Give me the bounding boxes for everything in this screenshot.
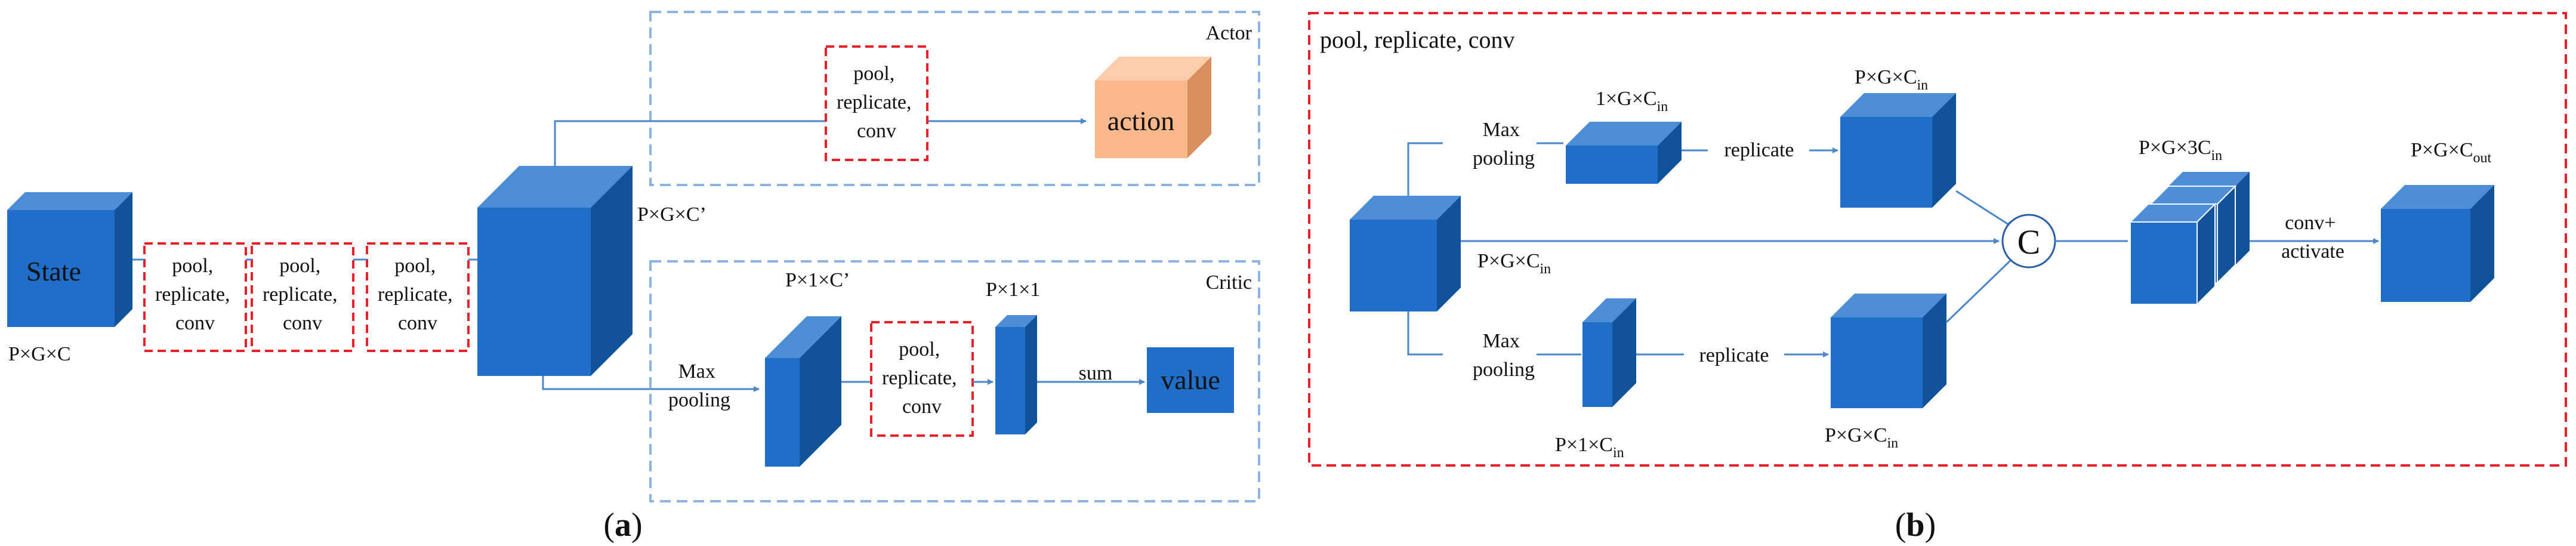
actor-box <box>649 11 1260 186</box>
action-label: action <box>1107 106 1174 136</box>
caption-b: (b) <box>1895 507 1936 544</box>
actor-conv-line2: replicate, <box>837 91 912 113</box>
conv-block-2: pool, replicate, conv <box>251 242 354 352</box>
critic-pooled-slab <box>765 316 841 467</box>
bottom-pooled-dims-sub: in <box>1613 445 1624 461</box>
top-replicate-label: replicate <box>1724 139 1794 161</box>
state-label: State <box>26 256 81 286</box>
svg-text:conv+ activate: conv+ activate <box>2281 212 2344 263</box>
top-maxpool-line2: pooling <box>1473 147 1535 169</box>
conv-block-3-line3: conv <box>398 312 437 334</box>
critic-conv-out-dims: P×1×1 <box>986 279 1040 301</box>
actor-conv-line1: pool, <box>853 63 894 85</box>
concat-dims: P×G×3Cin <box>2139 137 2222 164</box>
conv-block-2-line1: pool, <box>279 255 320 277</box>
bottom-output-dims-sub: in <box>1887 436 1899 451</box>
actor-path-arrow <box>554 118 1087 166</box>
panel-b-title: pool, replicate, conv <box>1320 26 1515 53</box>
svg-text:pool, replicate,: pool, replicate, conv <box>155 255 235 334</box>
panel-a: State P×G×C pool, replicate, conv pool, … <box>7 11 1260 544</box>
conv-block-2-line2: replicate, <box>263 283 338 306</box>
action-cube: action <box>1095 57 1211 158</box>
output-cube <box>2381 185 2494 302</box>
conv-block-1-line3: conv <box>175 312 215 334</box>
value-label: value <box>1161 365 1220 395</box>
top-output-dims-main: P×G×C <box>1855 66 1917 88</box>
output-dims: P×G×Cout <box>2411 139 2492 166</box>
conv-block-2-line3: conv <box>283 312 322 334</box>
conv-block-1-line1: pool, <box>172 255 213 277</box>
conv-activate-line2: activate <box>2281 240 2344 263</box>
input-dims-sub: in <box>1540 261 1551 277</box>
concat-dims-sub: in <box>2211 148 2223 164</box>
input-cube <box>1350 196 1461 311</box>
concat-stack <box>2128 172 2250 306</box>
concat-symbol: C <box>2017 223 2041 261</box>
critic-value-slab <box>995 315 1037 434</box>
svg-text:pool, replicate,: pool, replicate, conv <box>263 255 343 334</box>
actor-title: Actor <box>1206 22 1252 44</box>
svg-text:pool, replicate, c: pool, replicate, conv <box>882 338 962 418</box>
critic-maxpool-line1: Max <box>678 360 715 382</box>
bottom-output-dims: P×G×Cin <box>1825 424 1898 451</box>
output-dims-main: P×G×C <box>2411 139 2473 161</box>
state-cube: State <box>7 192 132 327</box>
panel-b: pool, replicate, conv P×G×Cin Max poolin… <box>1308 12 2567 544</box>
value-box <box>1147 347 1234 413</box>
bottom-maxpool-line2: pooling <box>1473 359 1535 381</box>
critic-conv-line3: conv <box>902 396 942 418</box>
input-dims-main: P×G×C <box>1477 250 1540 272</box>
svg-text:Max pooling: Max pooling <box>1473 119 1535 169</box>
feature-cube <box>477 166 633 376</box>
panel-b-frame <box>1308 12 2567 467</box>
critic-title: Critic <box>1206 272 1252 294</box>
critic-maxpool-line2: pooling <box>668 389 730 411</box>
svg-text:Max pooling: Max pooling <box>668 360 730 411</box>
top-pooled-slab <box>1566 122 1682 184</box>
feature-cube-dims: P×G×C’ <box>637 203 707 226</box>
svg-text:Max pooling: Max pooling <box>1473 330 1535 381</box>
concat-node: C <box>2001 214 2056 269</box>
critic-box <box>649 260 1260 502</box>
conv-block-3: pool, replicate, conv <box>366 242 470 352</box>
critic-sum-label: sum <box>1079 362 1113 384</box>
top-pooled-dims: 1×G×Cin <box>1596 88 1668 115</box>
top-pooled-dims-main: 1×G×C <box>1596 88 1657 110</box>
output-dims-sub: out <box>2473 150 2492 166</box>
bottom-pooled-dims-main: P×1×C <box>1555 434 1613 456</box>
conv-block-3-line1: pool, <box>394 255 436 277</box>
top-output-dims-sub: in <box>1917 78 1929 93</box>
conv-block-1: pool, replicate, conv <box>143 242 247 352</box>
input-dims: P×G×Cin <box>1477 250 1551 277</box>
state-dims: P×G×C <box>8 343 71 365</box>
concat-dims-main: P×G×3C <box>2139 137 2211 159</box>
critic-pooled-dims: P×1×C’ <box>785 269 850 291</box>
caption-b-letter: b <box>1906 507 1924 544</box>
caption-a-letter: a <box>615 507 631 544</box>
actor-conv-line3: conv <box>857 120 896 142</box>
bottom-pooled-slab <box>1582 298 1636 407</box>
caption-a: (a) <box>603 507 642 544</box>
critic-conv-line2: replicate, <box>882 367 957 389</box>
critic-path-arrow <box>542 376 760 392</box>
bottom-output-cube <box>1831 294 1946 408</box>
top-pooled-dims-sub: in <box>1657 99 1668 115</box>
actor-conv-block <box>825 45 928 161</box>
conv-block-3-line2: replicate, <box>378 283 453 306</box>
top-output-cube <box>1840 93 1956 208</box>
bottom-maxpool-line1: Max <box>1483 330 1520 352</box>
top-output-dims: P×G×Cin <box>1855 66 1928 93</box>
bottom-output-dims-main: P×G×C <box>1825 424 1887 446</box>
conv-block-1-line2: replicate, <box>155 283 230 306</box>
bottom-pooled-dims: P×1×Cin <box>1555 434 1624 461</box>
conv-activate-line1: conv+ <box>2285 212 2336 234</box>
critic-conv-line1: pool, <box>899 338 940 360</box>
svg-text:pool, replicate,: pool, replicate, conv <box>378 255 458 334</box>
critic-conv-block <box>870 321 974 437</box>
top-maxpool-line1: Max <box>1483 119 1520 141</box>
svg-text:pool, replicate, c: pool, replicate, conv <box>837 63 917 142</box>
bottom-replicate-label: replicate <box>1699 344 1769 366</box>
